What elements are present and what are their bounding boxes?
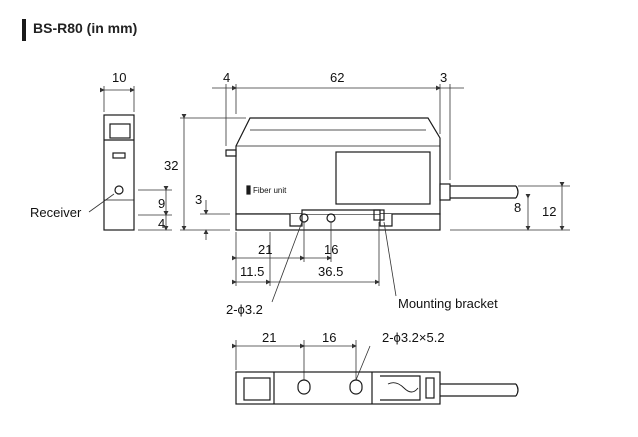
front-view-body: [103, 114, 135, 231]
receiver-label: Receiver: [30, 205, 82, 220]
dim-hole-offset-21: 21: [258, 242, 272, 257]
bottom-cable: [440, 383, 519, 397]
side-dims-bottom: [232, 221, 397, 303]
side-view: [225, 117, 451, 231]
dim-receiver-height: 9: [158, 196, 165, 211]
slot-right: [349, 379, 363, 395]
display-window: [335, 151, 431, 205]
dim-cable-height: 8: [514, 200, 521, 215]
receiver-hole: [114, 185, 124, 195]
mounting-bracket-label: Mounting bracket: [398, 296, 498, 311]
dim-bottom-21: 21: [262, 330, 276, 345]
title-accent-bar: [22, 19, 26, 41]
page-title: BS-R80 (in mm): [33, 20, 138, 36]
dim-receiver-bottom: 4: [158, 216, 165, 231]
dim-left-gap: 4: [223, 70, 230, 85]
dim-offset-11-5: 11.5: [240, 264, 264, 279]
side-base: [235, 213, 441, 231]
front-dims: [88, 86, 172, 231]
dim-slot-size: 2-ϕ3.2×5.2: [382, 330, 445, 345]
dim-hole-pitch-16: 16: [324, 242, 338, 257]
side-dims-top: [180, 84, 570, 240]
dim-height: 32: [164, 158, 178, 173]
fiber-unit-label: Fiber unit: [253, 186, 287, 195]
front-view-window: [109, 123, 131, 139]
dim-front-width: 10: [112, 70, 126, 85]
slot-left: [297, 379, 311, 395]
dim-right-gap: 3: [440, 70, 447, 85]
dim-hole-diameter: 2-ϕ3.2: [226, 302, 263, 317]
bottom-dims: [232, 340, 371, 381]
dim-step-height: 3: [195, 192, 202, 207]
dim-bottom-16: 16: [322, 330, 336, 345]
front-view-slot: [112, 152, 126, 159]
side-view-body: [235, 117, 441, 215]
dim-side-height: 12: [542, 204, 556, 219]
dim-offset-36-5: 36.5: [318, 264, 343, 279]
dim-body-length: 62: [330, 70, 344, 85]
front-view: [103, 114, 135, 231]
cable: [450, 185, 519, 199]
mounting-bracket: [289, 209, 393, 227]
bottom-view-body: [235, 371, 441, 405]
bottom-view: [235, 371, 441, 405]
